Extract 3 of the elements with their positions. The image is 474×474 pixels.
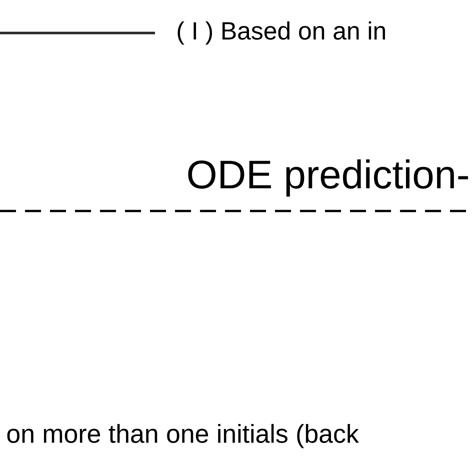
label-text: ODE prediction- [188,159,468,197]
label-text: on more than one initials (back [7,424,359,448]
legend-text: ( I ) Based on an in [178,21,385,45]
